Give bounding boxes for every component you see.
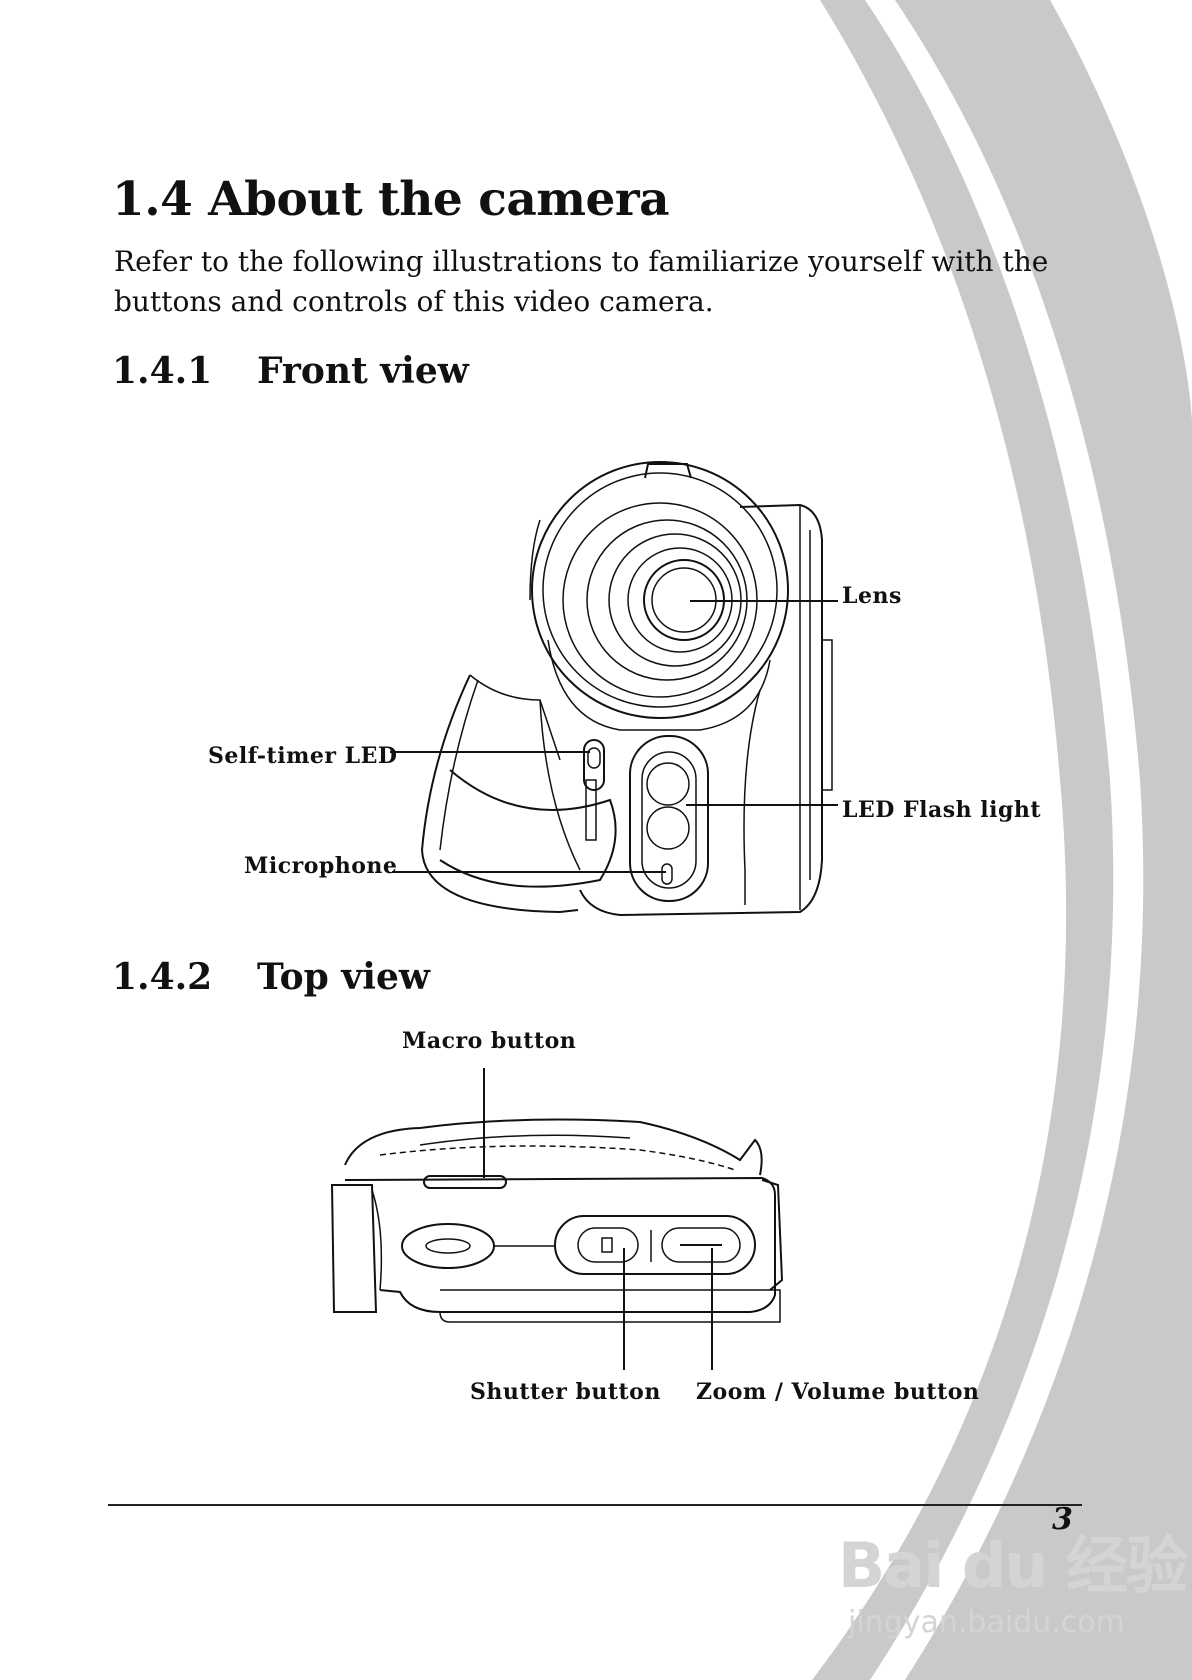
page-title: 1.4 About the camera	[112, 172, 670, 227]
shutter-button-label: Shutter button	[470, 1379, 661, 1405]
watermark-url: jingyan.baidu.com	[848, 1605, 1125, 1640]
baidu-watermark: Bai du 经验 jingyan.baidu.com	[838, 1515, 1188, 1640]
front-view-title: Front view	[257, 350, 469, 392]
page-number: 3	[1052, 1502, 1073, 1537]
top-view-heading: 1.4.2 Top view	[112, 956, 430, 998]
top-view-number: 1.4.2	[112, 956, 213, 998]
front-view-heading: 1.4.1 Front view	[112, 350, 469, 392]
self-timer-led-label: Self-timer LED	[208, 743, 398, 769]
macro-button-label: Macro button	[402, 1028, 577, 1054]
led-flash-light-label: LED Flash light	[842, 797, 1042, 823]
watermark-logo: Bai du 经验	[838, 1529, 1188, 1602]
lens-label: Lens	[842, 583, 902, 609]
front-view-number: 1.4.1	[112, 350, 213, 392]
intro-paragraph: Refer to the following illustrations to …	[114, 245, 1049, 318]
zoom-volume-button-label: Zoom / Volume button	[696, 1379, 980, 1405]
microphone-label: Microphone	[244, 853, 398, 879]
top-view-title: Top view	[257, 956, 430, 998]
